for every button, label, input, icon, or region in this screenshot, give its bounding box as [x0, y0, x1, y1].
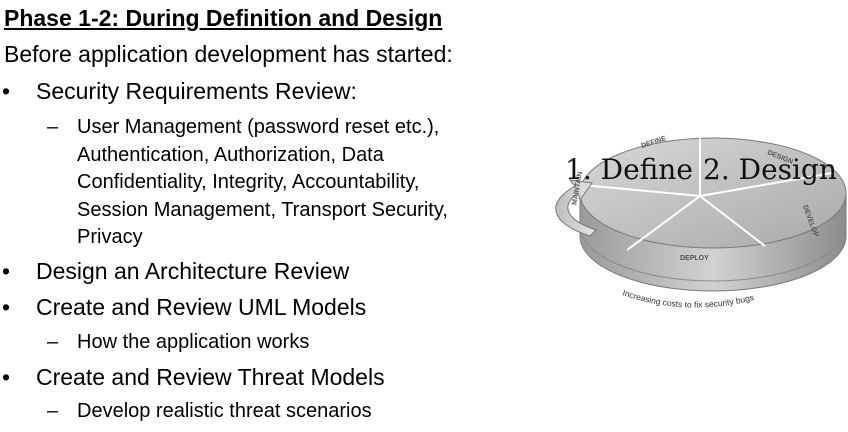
segment-label-deploy: DEPLOY: [680, 255, 709, 262]
sub-bullet-marker: –: [47, 331, 59, 353]
sub-bullet-text: Develop realistic threat scenarios: [77, 400, 372, 422]
bullet-marker: •: [2, 258, 11, 284]
bullet-text: Design an Architecture Review: [36, 258, 350, 284]
bullet-marker: •: [2, 364, 11, 390]
sub-bullet-text: How the application works: [77, 331, 310, 353]
cycle-arrow-icon: [555, 179, 597, 237]
intro-text: Before application development has start…: [4, 41, 453, 67]
bullet-text: Create and Review UML Models: [36, 294, 367, 320]
bullet-marker: •: [2, 78, 11, 104]
sub-bullet-text: User Management (password reset etc.), A…: [77, 116, 448, 248]
sdlc-pie-diagram: DEFINE DESIGN DEVELOP DEPLOY MAINTAIN In…: [530, 108, 848, 318]
overlay-label-define: 1. Define: [565, 153, 693, 186]
slide-title: Phase 1-2: During Definition and Design: [4, 5, 443, 31]
overlay-label-design: 2. Design: [703, 153, 837, 186]
bullet-text: Create and Review Threat Models: [36, 364, 385, 390]
sub-bullet-marker: –: [47, 116, 59, 138]
sub-bullet-marker: –: [47, 400, 59, 422]
bullet-marker: •: [2, 294, 11, 320]
bullet-text: Security Requirements Review:: [36, 78, 357, 104]
sdlc-pie-graphic: DEFINE DESIGN DEVELOP DEPLOY MAINTAIN In…: [555, 135, 847, 310]
pie-separators: [582, 138, 833, 251]
